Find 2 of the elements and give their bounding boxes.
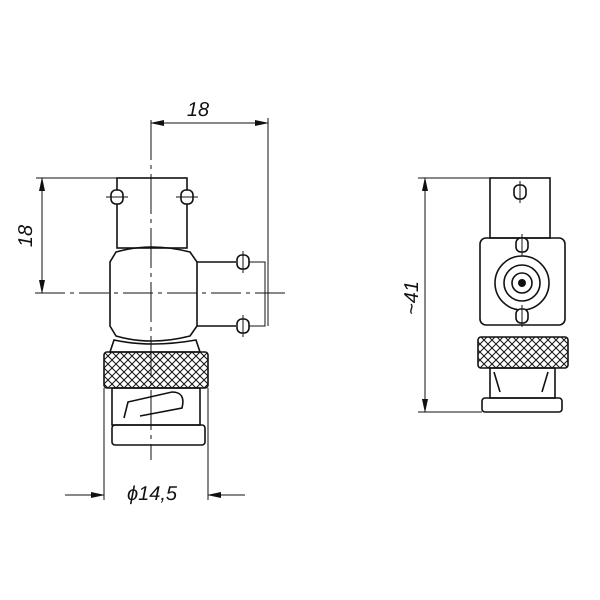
dimension-label: ϕ14,5 xyxy=(126,484,178,504)
dimension-label: 18 xyxy=(186,100,210,120)
